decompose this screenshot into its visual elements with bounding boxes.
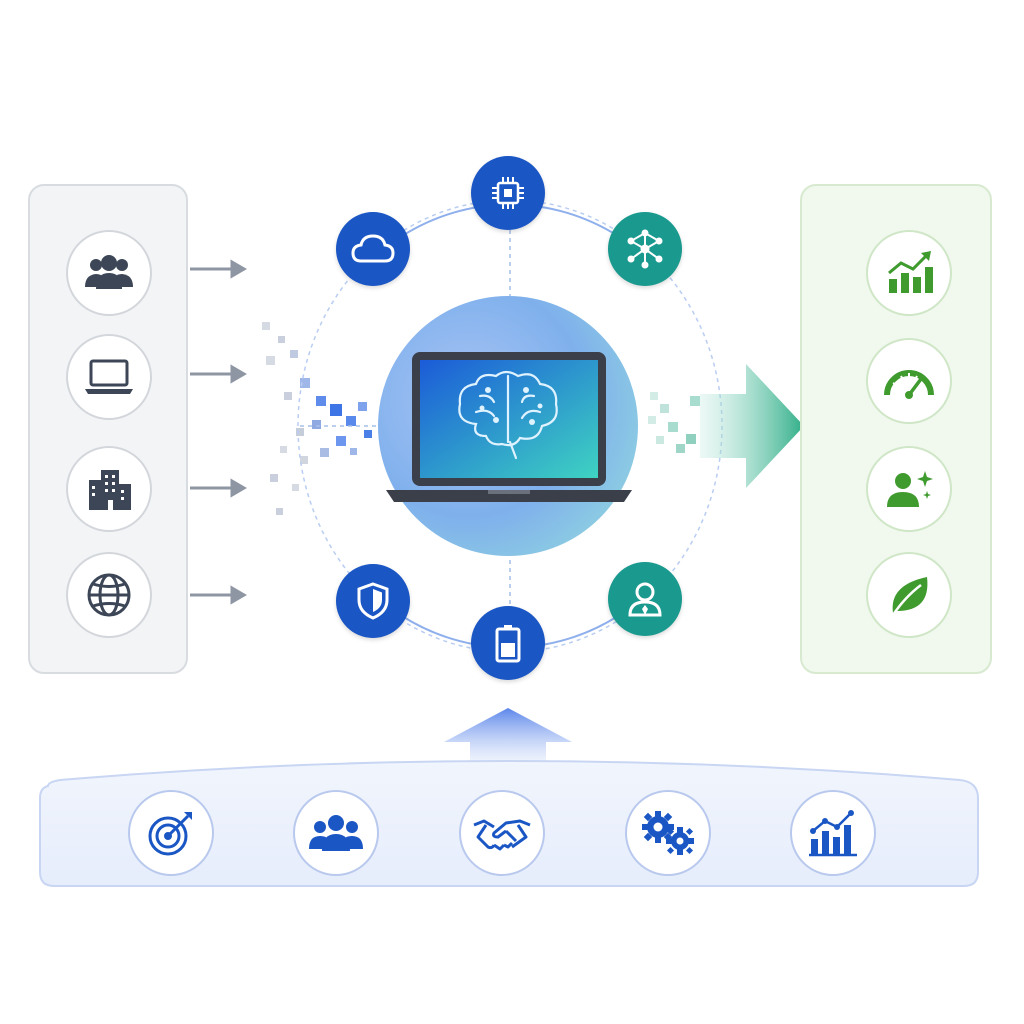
cpu-chip-icon	[492, 177, 524, 209]
globe-icon	[87, 573, 131, 617]
up-arrow	[444, 708, 572, 766]
speedometer-icon	[884, 370, 934, 399]
input-item-global	[66, 552, 152, 638]
user-icon	[628, 582, 662, 617]
input-item-organizations	[66, 446, 152, 532]
input-panel	[28, 184, 188, 674]
laptop-icon	[85, 359, 133, 394]
foundation-item-people	[293, 790, 379, 876]
input-arrows	[190, 259, 247, 605]
outcome-item-talent	[866, 446, 952, 532]
input-item-devices	[66, 334, 152, 420]
gears-icon	[642, 811, 694, 855]
output-arrow	[648, 364, 804, 488]
network-icon	[627, 229, 663, 269]
outcome-panel	[800, 184, 992, 674]
user-sparkle-icon	[887, 471, 933, 507]
group-icon	[85, 255, 133, 289]
leaf-icon	[891, 577, 928, 616]
hub-node-network	[608, 212, 682, 286]
foundation-item-partnership	[459, 790, 545, 876]
target-icon	[148, 812, 192, 856]
cloud-icon	[351, 234, 395, 263]
hub-node-battery	[471, 606, 545, 680]
hub-node-cpu	[471, 156, 545, 230]
hub-node-user	[608, 562, 682, 636]
shield-icon	[357, 582, 389, 620]
team-icon	[309, 815, 363, 851]
outcome-item-performance	[866, 338, 952, 424]
outcome-item-sustainability	[866, 552, 952, 638]
battery-icon	[495, 625, 521, 663]
growth-chart-icon	[888, 251, 933, 293]
foundation-item-goals	[128, 790, 214, 876]
bar-chart-icon	[809, 810, 857, 857]
hub-node-security	[336, 564, 410, 638]
outcome-item-growth	[866, 230, 952, 316]
input-item-users	[66, 230, 152, 316]
foundation-item-analytics	[790, 790, 876, 876]
handshake-icon	[473, 819, 531, 851]
hub-node-cloud	[336, 212, 410, 286]
building-icon	[89, 470, 131, 510]
laptop-brain-icon	[386, 352, 632, 502]
foundation-item-operations	[625, 790, 711, 876]
pixel-stream-left	[262, 322, 372, 515]
